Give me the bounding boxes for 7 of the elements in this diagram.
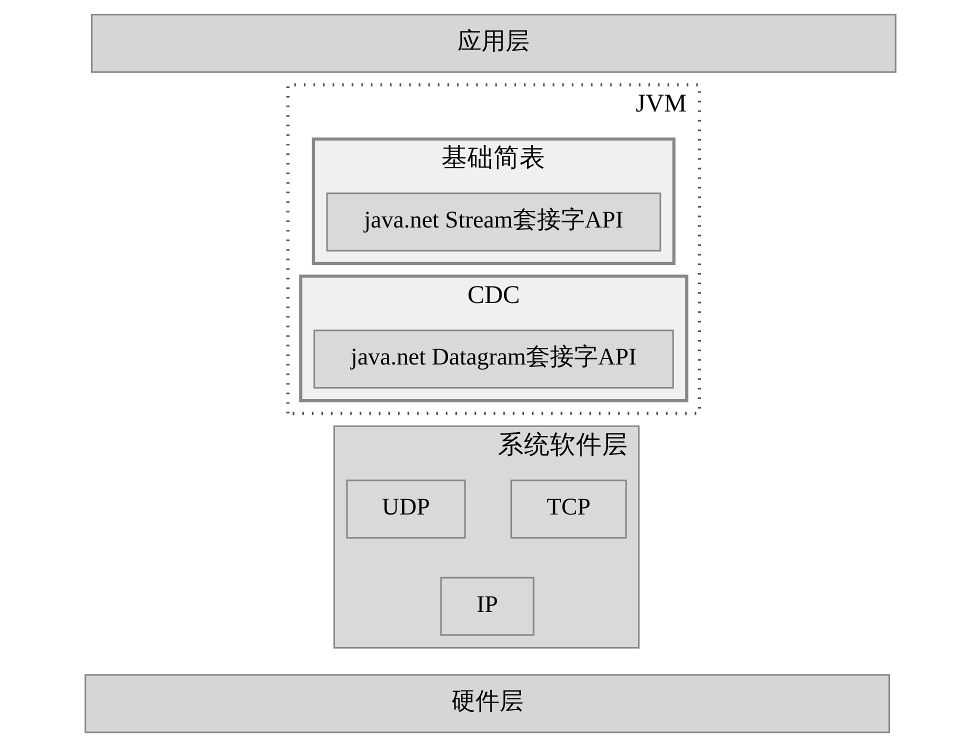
node-box: TCP (510, 480, 626, 539)
node-box: UDP (346, 480, 466, 539)
node-box: 硬件层 (84, 674, 890, 734)
node-box: java.net Datagram套接字API (312, 330, 674, 389)
node-box: 应用层 (90, 14, 896, 73)
node-box: java.net Stream套接字API (326, 192, 661, 252)
node-box: IP (440, 576, 534, 636)
